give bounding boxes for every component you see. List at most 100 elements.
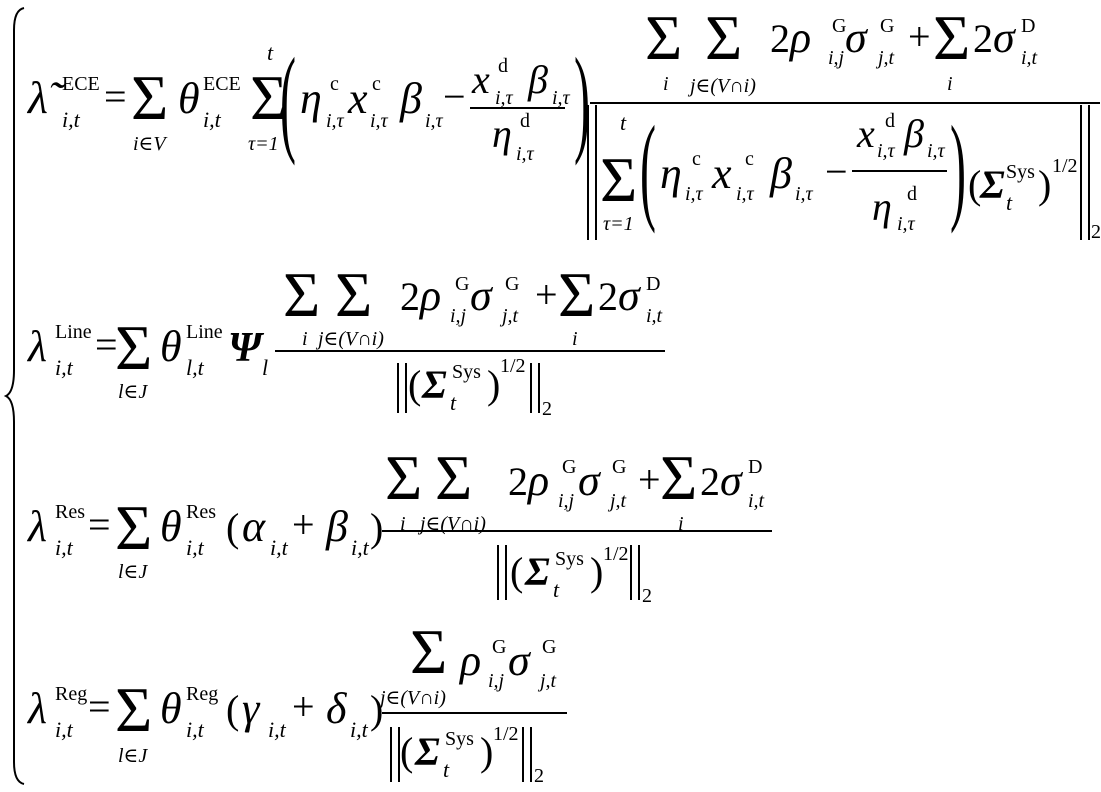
norm-bar <box>530 363 532 413</box>
math-token: Σ <box>410 615 448 687</box>
math-token: ) <box>1038 162 1052 208</box>
math-token: t <box>267 39 274 65</box>
math-token: i,τ <box>795 182 813 205</box>
math-token: 2 <box>400 274 420 320</box>
math-token: β <box>770 148 792 198</box>
math-token: i,t <box>186 534 204 560</box>
math-token: i,τ <box>516 142 534 165</box>
math-token: i∈V <box>133 132 166 155</box>
math-token: + <box>908 14 931 60</box>
math-token: 2 <box>534 764 544 787</box>
math-token: 2 <box>542 397 552 420</box>
math-token: + <box>638 457 661 503</box>
math-token: j∈(V∩i) <box>690 74 756 97</box>
math-token: 1/2 <box>603 542 629 565</box>
math-token: ( <box>408 362 422 408</box>
fraction-bar <box>470 107 565 109</box>
math-token: i,τ <box>495 86 513 109</box>
math-token: x <box>472 57 490 103</box>
math-token: i,τ <box>425 109 443 132</box>
math-token: ECE <box>62 72 100 95</box>
math-token: j∈(V∩i) <box>380 686 446 709</box>
math-token: = <box>88 502 111 548</box>
math-token: λ <box>28 683 48 733</box>
math-token: c <box>745 147 754 170</box>
math-token: ( <box>510 549 524 595</box>
math-token: Reg <box>186 682 219 705</box>
math-token: Res <box>186 500 216 523</box>
math-token: i,j <box>488 669 505 692</box>
math-token: σ <box>470 270 492 320</box>
norm-bar <box>638 545 640 600</box>
math-token: 2 <box>598 274 618 320</box>
math-token: η <box>300 73 322 123</box>
math-token: Σ <box>115 673 153 745</box>
norm-bar <box>595 105 597 240</box>
math-token: τ=1 <box>248 132 279 155</box>
norm-bar <box>522 727 524 782</box>
math-token: D <box>748 455 763 478</box>
math-token: 2 <box>700 459 720 505</box>
math-token: β <box>400 73 422 123</box>
math-token: l <box>262 354 269 380</box>
math-token: ) <box>370 505 384 551</box>
math-token: ρ <box>790 12 812 62</box>
math-token: G <box>832 14 847 37</box>
math-token: G <box>455 272 470 295</box>
norm-bar <box>630 545 632 600</box>
math-token: τ=1 <box>603 212 634 235</box>
math-token: Σ <box>525 549 550 595</box>
math-token: j,t <box>502 304 519 327</box>
math-token: d <box>520 109 530 132</box>
math-token: + <box>292 502 315 548</box>
math-token: j,t <box>540 669 557 692</box>
math-token: i,t <box>62 106 80 132</box>
norm-bar <box>587 105 589 240</box>
math-token: i,t <box>55 716 73 742</box>
fraction-bar <box>852 170 947 172</box>
math-token: Σ <box>115 491 153 563</box>
math-token: j,t <box>878 46 895 69</box>
math-token: i,τ <box>927 139 945 162</box>
math-token: ( <box>400 729 414 775</box>
math-token: Σ <box>415 729 440 775</box>
math-token: θ <box>160 501 182 551</box>
math-token: x <box>712 148 732 198</box>
math-token: Σ <box>660 441 698 513</box>
math-token: l∈J <box>118 380 148 403</box>
math-token: t <box>450 389 457 415</box>
math-token: c <box>692 147 701 170</box>
math-token: i,t <box>351 534 369 560</box>
norm-bar <box>505 545 507 600</box>
math-token: Sys <box>555 547 584 570</box>
math-token: i <box>302 327 308 350</box>
math-token: x <box>348 73 368 123</box>
math-token: + <box>292 684 315 730</box>
math-token: β <box>904 111 924 157</box>
math-token: σ <box>993 12 1015 62</box>
math-token: i,τ <box>685 182 703 205</box>
math-token: η <box>872 184 892 230</box>
math-token: σ <box>618 270 640 320</box>
math-token: i,t <box>186 716 204 742</box>
math-token: Ψ <box>228 324 262 371</box>
math-token: 1/2 <box>500 354 526 377</box>
math-token: − <box>443 74 466 120</box>
math-token: Σ <box>283 258 321 330</box>
math-token: = <box>88 684 111 730</box>
math-token: i,τ <box>877 139 895 162</box>
math-token: d <box>907 182 917 205</box>
math-token: β <box>528 57 548 103</box>
math-token: G <box>880 14 895 37</box>
math-token: i,τ <box>370 109 388 132</box>
math-token: σ <box>578 455 600 505</box>
math-token: i,t <box>270 534 288 560</box>
math-token: Σ <box>131 61 169 133</box>
math-token: Σ <box>250 61 288 133</box>
math-token: 1/2 <box>1052 154 1078 177</box>
math-token: ( <box>280 32 296 166</box>
math-token: d <box>885 109 895 132</box>
math-token: ECE <box>203 72 241 95</box>
math-token: γ <box>242 683 260 733</box>
norm-bar <box>538 363 540 413</box>
